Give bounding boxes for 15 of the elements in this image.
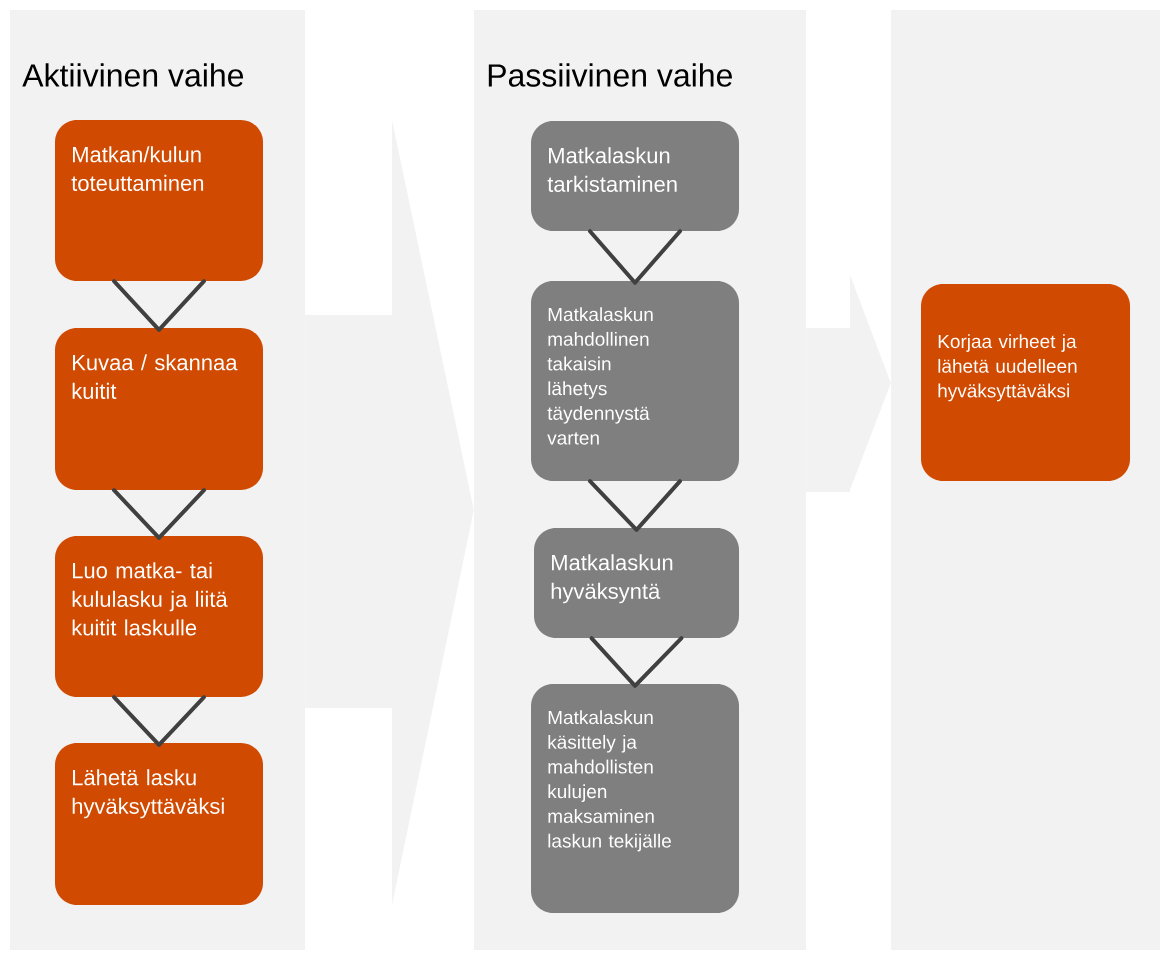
process-box: Korjaa virheet ja lähetä uudelleen hyväksyttäväksi (921, 284, 1130, 481)
chevron-connector (589, 636, 684, 688)
chevron-connector (112, 488, 206, 540)
process-box: Kuvaa / skannaa kuitit (55, 328, 263, 490)
process-box: Luo matka- tai kululasku ja liitä kuitit laskulle (55, 536, 263, 697)
process-box: Matkalaskun hyväksyntä (534, 528, 739, 638)
process-box: Matkalaskun tarkistaminen (531, 121, 739, 231)
process-box: Lähetä lasku hyväksyttäväksi (55, 743, 263, 905)
chevron-connector (112, 279, 206, 332)
process-box: Matkan/kulun toteuttaminen (55, 120, 263, 281)
chevron-connector (112, 695, 206, 747)
chevron-connector (588, 229, 682, 285)
process-box: Matkalaskun mahdollinen takaisin lähetys täydennystä varten (531, 281, 739, 481)
process-box: Matkalaskun käsittely ja mahdollisten kulujen maksaminen laskun tekijälle (531, 684, 739, 913)
chevron-connector (588, 479, 682, 532)
